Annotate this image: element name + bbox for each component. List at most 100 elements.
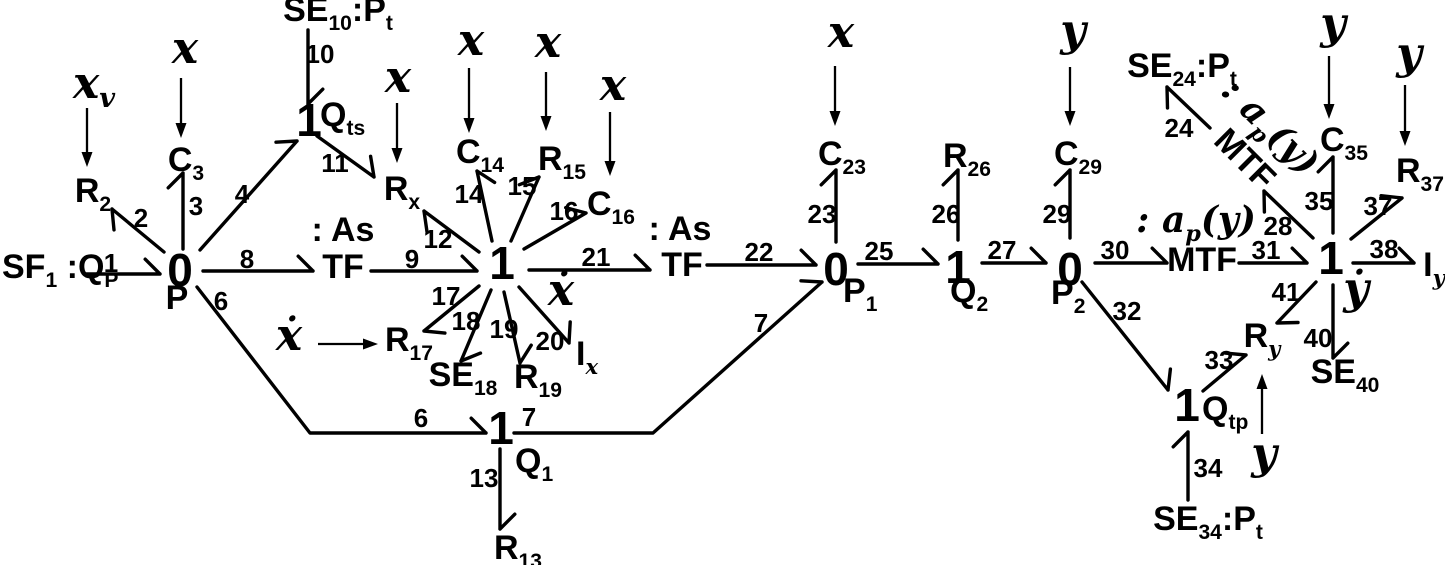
bond-23 bbox=[819, 168, 838, 244]
bond-41 bbox=[1275, 280, 1318, 325]
bond-14-number: 14 bbox=[455, 179, 484, 209]
element-r15: R15 bbox=[538, 140, 586, 184]
bond-12-number: 12 bbox=[424, 224, 453, 254]
element-c35: C35 bbox=[1320, 121, 1368, 165]
bond-15-number: 15 bbox=[508, 171, 537, 201]
bond-21-number: 21 bbox=[582, 242, 611, 272]
bond-29 bbox=[1053, 168, 1072, 240]
bond-41-number: 41 bbox=[1272, 277, 1301, 307]
source-se24-pt: SE24:Pt bbox=[1127, 47, 1237, 91]
element-c14: C14 bbox=[456, 133, 504, 177]
junction-label-qts: Qts bbox=[320, 96, 365, 140]
transformer-tf1: TF bbox=[322, 248, 364, 286]
source-se40: SE40 bbox=[1311, 353, 1380, 397]
bond-29-number: 29 bbox=[1043, 199, 1072, 229]
bond-4 bbox=[198, 139, 299, 252]
bond-34-number: 34 bbox=[1194, 453, 1223, 483]
junction-label-p1: P1 bbox=[843, 272, 878, 316]
bond-25 bbox=[856, 247, 940, 266]
bond-37-number: 37 bbox=[1364, 191, 1393, 221]
element-r19: R19 bbox=[514, 358, 562, 402]
signal-x-to-c23 bbox=[829, 66, 841, 126]
source-sf1-qp: SF1 :QP bbox=[2, 248, 118, 292]
bond-15 bbox=[509, 175, 541, 243]
bond-30-number: 30 bbox=[1101, 235, 1130, 265]
bond-38-number: 38 bbox=[1370, 234, 1399, 264]
junction-1-qtp: 1 bbox=[1174, 379, 1200, 431]
bond-18 bbox=[459, 288, 493, 363]
bond-11-number: 11 bbox=[321, 148, 349, 178]
junction-1-qts: 1 bbox=[296, 94, 322, 146]
bond-32-number: 32 bbox=[1113, 296, 1142, 326]
element-c29: C29 bbox=[1054, 135, 1102, 179]
bond-28-number: 28 bbox=[1264, 211, 1293, 241]
element-c3: C3 bbox=[168, 141, 204, 185]
transformer-mtf1: MTF bbox=[1167, 241, 1237, 279]
junction-label-q2: Q2 bbox=[950, 272, 988, 316]
signal-x-to-c3 bbox=[175, 78, 187, 138]
var-x-c3: x bbox=[171, 23, 199, 74]
bond-22 bbox=[705, 248, 818, 267]
signal-y-to-r37 bbox=[1399, 85, 1411, 146]
bond-18-number: 18 bbox=[452, 306, 481, 336]
var-y-c29: y bbox=[1059, 5, 1089, 56]
bond-1-number: 1 bbox=[104, 248, 118, 278]
element-iy: Iy bbox=[1423, 246, 1445, 290]
bond-17-number: 17 bbox=[432, 281, 461, 311]
var-xdot-r17: ẋ bbox=[275, 310, 303, 361]
bond-4-number: 4 bbox=[235, 179, 250, 209]
bond-10-number: 10 bbox=[306, 39, 335, 69]
bond-6 bbox=[195, 285, 488, 435]
bond-20 bbox=[517, 285, 572, 345]
bond-33-number: 33 bbox=[1205, 345, 1234, 375]
bond-28 bbox=[1262, 189, 1315, 240]
bond-24 bbox=[1165, 85, 1212, 130]
bond-6-number-2: 6 bbox=[414, 403, 428, 433]
bond-16 bbox=[522, 205, 588, 251]
junction-0-p2: 0 bbox=[1057, 243, 1083, 295]
bond-27 bbox=[980, 246, 1048, 265]
var-xv: xv bbox=[72, 58, 116, 114]
element-r2: R2 bbox=[75, 172, 111, 216]
var-xdot-junction: ẋ bbox=[547, 265, 575, 316]
signal-y-to-c35 bbox=[1323, 56, 1335, 119]
bond-26 bbox=[941, 168, 960, 242]
junction-1-y: 1 bbox=[1318, 232, 1344, 284]
bond-1 bbox=[83, 257, 162, 276]
var-x-r15: x bbox=[534, 17, 562, 68]
junction-label-p2: P2 bbox=[1051, 274, 1085, 318]
bond-2 bbox=[110, 207, 166, 254]
bond-32 bbox=[1080, 280, 1173, 392]
element-r26: R26 bbox=[943, 137, 991, 181]
bond-33 bbox=[1201, 351, 1248, 393]
element-r13: R13 bbox=[494, 529, 542, 565]
bond-25-number: 25 bbox=[865, 236, 894, 266]
source-se34-pt: SE34:Pt bbox=[1153, 500, 1263, 544]
signal-x-to-r15 bbox=[540, 72, 552, 131]
bond-9-number: 9 bbox=[405, 244, 419, 274]
junction-label-q1: Q1 bbox=[515, 442, 553, 486]
modulus-as2: : As bbox=[649, 210, 712, 248]
bond-8-number: 8 bbox=[240, 244, 254, 274]
bond-7-number: 7 bbox=[522, 402, 536, 432]
junction-1-x: 1 bbox=[489, 237, 515, 289]
var-y-r37: y bbox=[1395, 28, 1425, 79]
source-se18: SE18 bbox=[429, 356, 498, 400]
bond-35-number: 35 bbox=[1305, 186, 1334, 216]
var-y-c35: y bbox=[1319, 0, 1349, 49]
signal-x-to-c14 bbox=[463, 68, 475, 133]
bond-26-number: 26 bbox=[932, 199, 961, 229]
element-ix: Ix bbox=[576, 335, 598, 379]
bond-8 bbox=[201, 254, 315, 273]
bond-24-number: 24 bbox=[1165, 113, 1194, 143]
bond-31-number: 31 bbox=[1252, 235, 1281, 265]
bond-13 bbox=[498, 447, 517, 531]
bond-23-number: 23 bbox=[808, 199, 837, 229]
bond-22-number: 22 bbox=[745, 237, 774, 267]
junction-1-q1: 1 bbox=[488, 402, 514, 454]
bond-40 bbox=[1331, 283, 1350, 360]
element-r37: R37 bbox=[1396, 152, 1444, 196]
